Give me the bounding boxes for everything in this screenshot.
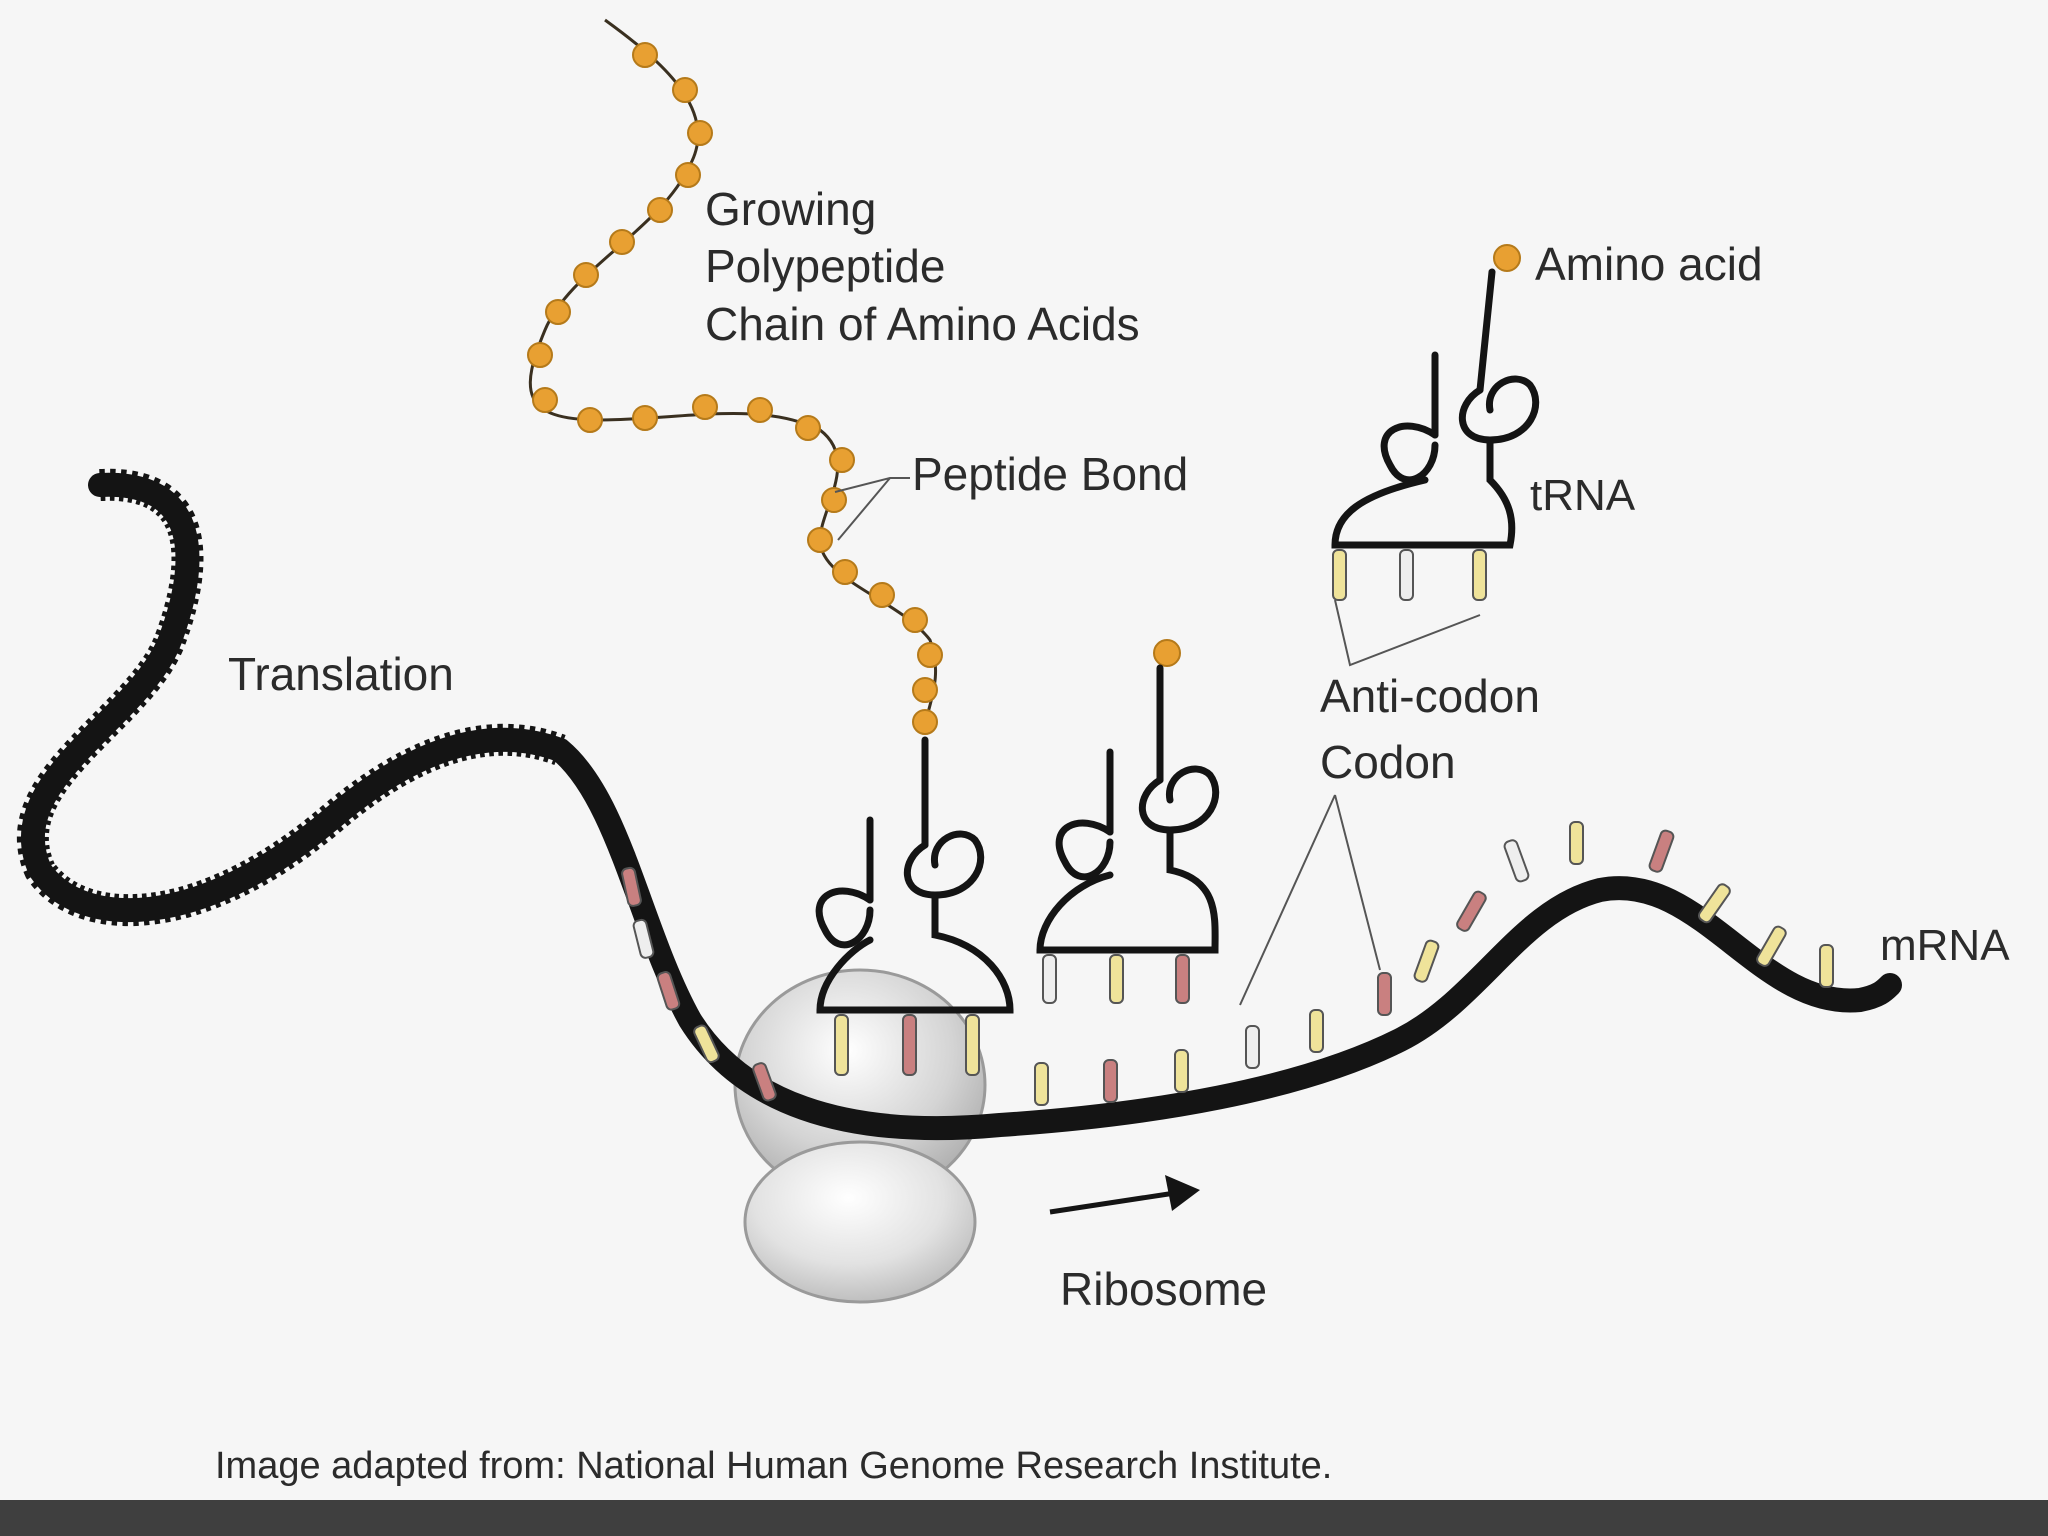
base-red [656,971,681,1011]
base-red [1377,972,1392,1016]
amino-acid [1153,639,1181,667]
ribosome-direction-arrow [1049,1175,1200,1215]
trna-incoming-anticodon [1042,954,1190,1004]
label-anticodon: Anti-codon [1320,670,1540,722]
trna-free [1331,244,1540,601]
base-yellow [1698,883,1731,924]
amino-acid [747,397,773,423]
base-yellow [1569,821,1584,865]
base-red [1103,1059,1118,1103]
trna-bound-anticodon [834,1014,980,1076]
amino-acid [527,342,553,368]
mrna-bases [621,821,1834,1106]
base-red [621,866,642,907]
label-ribosome: Ribosome [1060,1263,1267,1315]
amino-acid [573,262,599,288]
amino-acid [672,77,698,103]
label-mrna: mRNA [1880,921,2010,970]
base-red [1456,890,1487,932]
base-white [1503,839,1530,883]
anticodon-leader [1334,599,1481,667]
ribosome-small-subunit [743,1140,977,1304]
base-yellow [1034,1062,1049,1106]
base-yellow [1819,944,1834,988]
amino-acid [1493,244,1521,272]
label-peptide-bond: Peptide Bond [912,448,1188,500]
label-growing-line1: Growing [705,183,876,235]
amino-acid [832,559,858,585]
base-red [1648,829,1675,873]
amino-acid [692,394,718,420]
base-yellow [1413,939,1440,983]
label-amino-acid: Amino acid [1535,238,1763,290]
leader-lines [834,477,1481,1006]
diagram-canvas: Growing Polypeptide Chain of Amino Acids… [17,18,2010,1487]
base-yellow [1756,925,1787,967]
amino-acid [869,582,895,608]
base-yellow [1309,1009,1324,1053]
label-codon: Codon [1320,736,1456,788]
amino-acid [821,487,847,513]
amino-acid [632,405,658,431]
amino-acid [829,447,855,473]
trna-incoming [1036,639,1220,1004]
amino-acid [917,642,943,668]
polypeptide-backbone [528,18,938,731]
trna-bound [815,736,1014,1014]
amino-acid [912,677,938,703]
footer-bar [0,1500,2048,1536]
trna-free-anticodon [1332,549,1487,601]
amino-acid [687,120,713,146]
base-white [632,918,655,959]
amino-acid [577,407,603,433]
label-growing-line3: Chain of Amino Acids [705,298,1140,350]
base-white [1245,1025,1260,1069]
label-translation: Translation [228,648,454,700]
amino-acid [902,607,928,633]
amino-acid [609,229,635,255]
peptide-bond-leader [834,477,910,541]
amino-acid [807,527,833,553]
label-growing-line2: Polypeptide [705,240,945,292]
amino-acid [545,299,571,325]
amino-acid [912,709,938,735]
amino-acid [647,197,673,223]
codon-leader [1239,794,1381,1006]
image-credit-caption: Image adapted from: National Human Genom… [215,1445,1332,1487]
amino-acid [632,42,658,68]
base-yellow [1174,1049,1189,1093]
amino-acid [795,415,821,441]
label-trna: tRNA [1530,471,1636,520]
base-yellow [693,1024,720,1064]
amino-acid-chain [527,42,943,735]
amino-acid [532,387,558,413]
base-red [752,1062,777,1102]
amino-acid [675,162,701,188]
